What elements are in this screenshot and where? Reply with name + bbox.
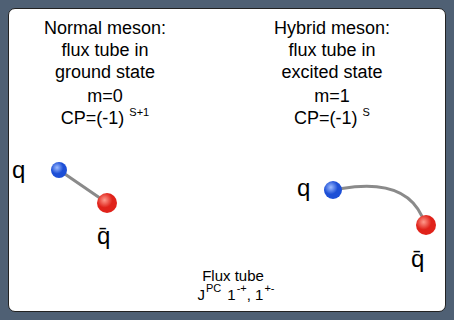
- sphere-shape: [324, 181, 342, 199]
- text-line: flux tube in: [232, 39, 432, 61]
- antiquark-sphere: q̄: [416, 215, 436, 235]
- superscript: -+: [237, 282, 247, 294]
- text-line: ground state: [5, 61, 205, 83]
- superscript: S: [363, 106, 370, 118]
- label-text: 1: [227, 286, 235, 303]
- label-text: ground state: [55, 62, 155, 82]
- text-line: m=0: [5, 85, 205, 107]
- text-line: excited state: [232, 61, 432, 83]
- sphere: [324, 181, 342, 199]
- label-text: Hybrid meson:: [274, 18, 390, 38]
- text-line: CP=(-1) S+1: [5, 107, 205, 131]
- sphere: [97, 193, 117, 213]
- text-line: flux tube in: [5, 39, 205, 61]
- text-line: Normal meson:: [5, 17, 205, 39]
- superscript: S+1: [129, 106, 149, 118]
- label-text: m=1: [314, 86, 350, 106]
- label-text: CP=(-1): [61, 108, 125, 128]
- label-text: Flux tube: [202, 267, 264, 284]
- label-text: J: [198, 286, 206, 303]
- label-text: , 1: [247, 286, 264, 303]
- text-line: m=1: [232, 85, 432, 107]
- label-text: flux tube in: [61, 40, 148, 60]
- sphere: [51, 162, 67, 178]
- sphere-shape: [416, 215, 436, 235]
- flux-tube: [342, 186, 422, 216]
- text-line: Hybrid meson:: [232, 17, 432, 39]
- superscript: +-: [264, 282, 274, 294]
- sphere: [416, 215, 436, 235]
- superscript: PC: [206, 282, 221, 294]
- text-line: JPC 1-+, 1+-: [136, 285, 336, 306]
- label-text: CP=(-1): [294, 108, 358, 128]
- sphere-shape: [51, 162, 67, 178]
- quark-label: q: [12, 156, 25, 184]
- text-line: CP=(-1) S: [232, 107, 432, 131]
- flux-tube: [66, 175, 99, 198]
- sphere-shape: [97, 193, 117, 213]
- label-text: excited state: [281, 62, 382, 82]
- label-text: m=0: [87, 86, 123, 106]
- label-text: Normal meson:: [44, 18, 166, 38]
- quark-sphere: q: [324, 181, 342, 199]
- label-text: flux tube in: [288, 40, 375, 60]
- quark-label: q̄: [97, 222, 110, 250]
- quark-label: q: [297, 174, 310, 202]
- quark-label: q̄: [411, 245, 424, 273]
- quark-sphere: q: [51, 162, 67, 178]
- text-line: Flux tube: [133, 266, 333, 285]
- antiquark-sphere: q̄: [97, 193, 117, 213]
